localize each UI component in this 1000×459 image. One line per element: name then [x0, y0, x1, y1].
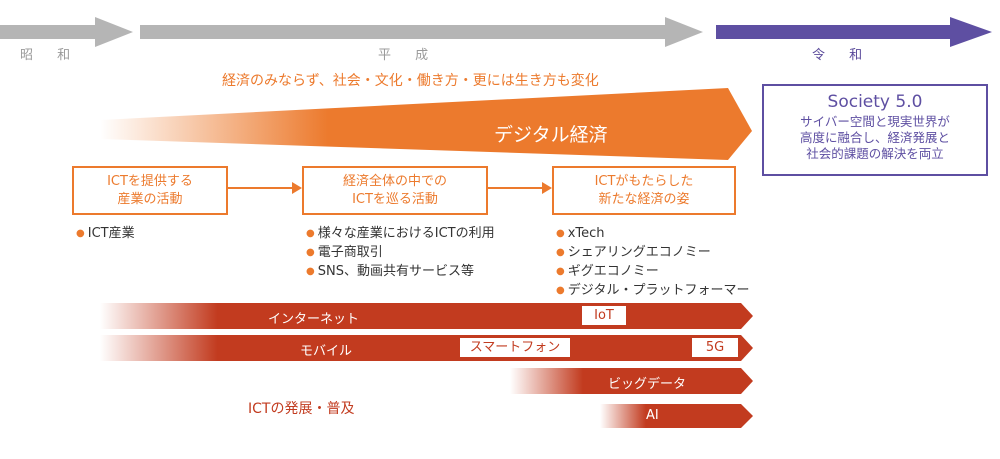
stage-box-1: ICTを提供する 産業の活動 [72, 166, 228, 215]
stage-box-line: 産業の活動 [117, 191, 183, 207]
stage-connector-1 [228, 182, 302, 194]
society-desc: サイバー空間と現実世界が 高度に融合し、経済発展と 社会的課題の解決を両立 [764, 114, 986, 162]
society-desc-line: 高度に融合し、経済発展と [799, 130, 950, 145]
list-item: デジタル・プラットフォーマー [556, 282, 750, 301]
list-item: ICT産業 [76, 225, 135, 244]
stage-box-2: 経済全体の中での ICTを巡る活動 [302, 166, 488, 215]
chip-5g: 5G [692, 338, 738, 357]
band-internet-label: インターネット [268, 312, 360, 327]
band-mobile-arrow [100, 335, 753, 361]
era-label-heisei: 平 成 [378, 48, 439, 63]
list-item: シェアリングエコノミー [556, 244, 749, 263]
band-ai-arrow [600, 404, 753, 428]
stage-box-line: ICTを提供する [107, 173, 193, 189]
list-item: xTech [556, 225, 749, 244]
society-desc-line: サイバー空間と現実世界が [800, 114, 950, 129]
stage-box-line: 新たな経済の姿 [598, 191, 690, 207]
list-item: ギグエコノミー [556, 263, 749, 282]
stage-connector-2 [488, 182, 552, 194]
chip-iot: IoT [582, 306, 626, 325]
stage-box-3: ICTがもたらした 新たな経済の姿 [552, 166, 736, 215]
society-5-box: Society 5.0 サイバー空間と現実世界が 高度に融合し、経済発展と 社会… [762, 84, 988, 176]
list-item: 様々な産業におけるICTの利用 [306, 225, 495, 244]
stage-box-line: ICTを巡る活動 [352, 191, 438, 207]
stage-box-line: ICTがもたらした [594, 173, 694, 189]
band-bigdata-arrow [510, 368, 753, 394]
band-mobile-label: モバイル [300, 344, 353, 359]
stage-2-bullets: 様々な産業におけるICTの利用 電子商取引 SNS、動画共有サービス等 [306, 225, 495, 282]
society-title: Society 5.0 [827, 92, 923, 112]
stage-3-bullets: xTech シェアリングエコノミー ギグエコノミー デジタル・プラットフォーマー [556, 225, 750, 301]
economy-subtitle: 経済のみならず、社会・文化・働き方・更には生き方も変化 [222, 73, 599, 89]
stage-1-bullets: ICT産業 [76, 225, 135, 244]
era-arrow-heisei [140, 17, 703, 47]
digital-economy-arrow [100, 88, 752, 160]
chip-smartphone: スマートフォン [460, 338, 570, 357]
band-internet-arrow [100, 303, 753, 329]
list-item: 電子商取引 [306, 244, 495, 263]
stage-box-line: 経済全体の中での [342, 173, 447, 189]
digital-economy-label: デジタル経済 [494, 124, 608, 146]
era-arrow-reiwa [716, 17, 992, 47]
band-ai-label: AI [646, 408, 659, 423]
era-arrow-showa [0, 17, 133, 47]
era-label-showa: 昭 和 [20, 48, 81, 63]
ict-development-label: ICTの発展・普及 [248, 401, 355, 417]
band-bigdata-label: ビッグデータ [608, 377, 687, 392]
era-label-reiwa: 令 和 [812, 48, 873, 63]
list-item: SNS、動画共有サービス等 [306, 263, 495, 282]
society-desc-line: 社会的課題の解決を両立 [806, 146, 944, 161]
